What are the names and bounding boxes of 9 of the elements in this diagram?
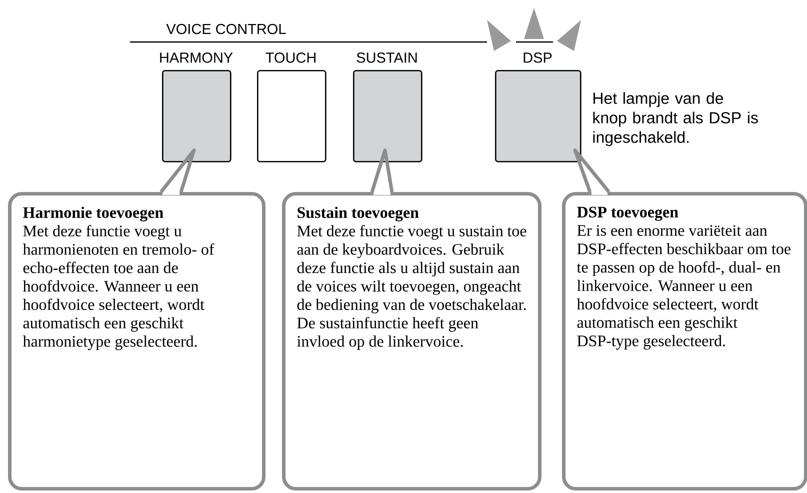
button-label: SUSTAIN	[356, 52, 417, 63]
button-label: TOUCH	[266, 52, 316, 63]
callout-box: Harmonie toevoegen Met deze functie voegt u harmonienoten en tremolo- of echo-effecten toe aan de hoofdvoice. Wanneer u een hoofdvoice selecteert, wordt automatisch een geschikt harmonietype geselecteerd.	[8, 189, 266, 490]
button-label: HARMONY	[160, 52, 233, 63]
group-label: VOICE CONTROL	[166, 24, 286, 34]
note-text: Het lampje van de knop brandt als DSP is ingeschakeld.	[593, 92, 758, 146]
callout-box: Sustain toevoegen Met deze functie voegt u sustain toe aan de keyboardvoices. Gebruik deze functie als u altijd sustain aan de voices wilt toevoegen, ongeacht de bediening van de voetschakelaar. De sustainfunctie heeft geen invloed op de linkervoice.	[282, 189, 542, 490]
button-label: DSP	[524, 52, 552, 63]
callout-box: DSP toevoegen Er is een enorme variëteit aan DSP-effecten beschikbaar om toe te passen op de hoofd-, dual- en linkervoice. Wanneer u een hoofdvoice selecteert, wordt automatisch een geschikt DSP-type geselecteerd.	[562, 189, 807, 490]
